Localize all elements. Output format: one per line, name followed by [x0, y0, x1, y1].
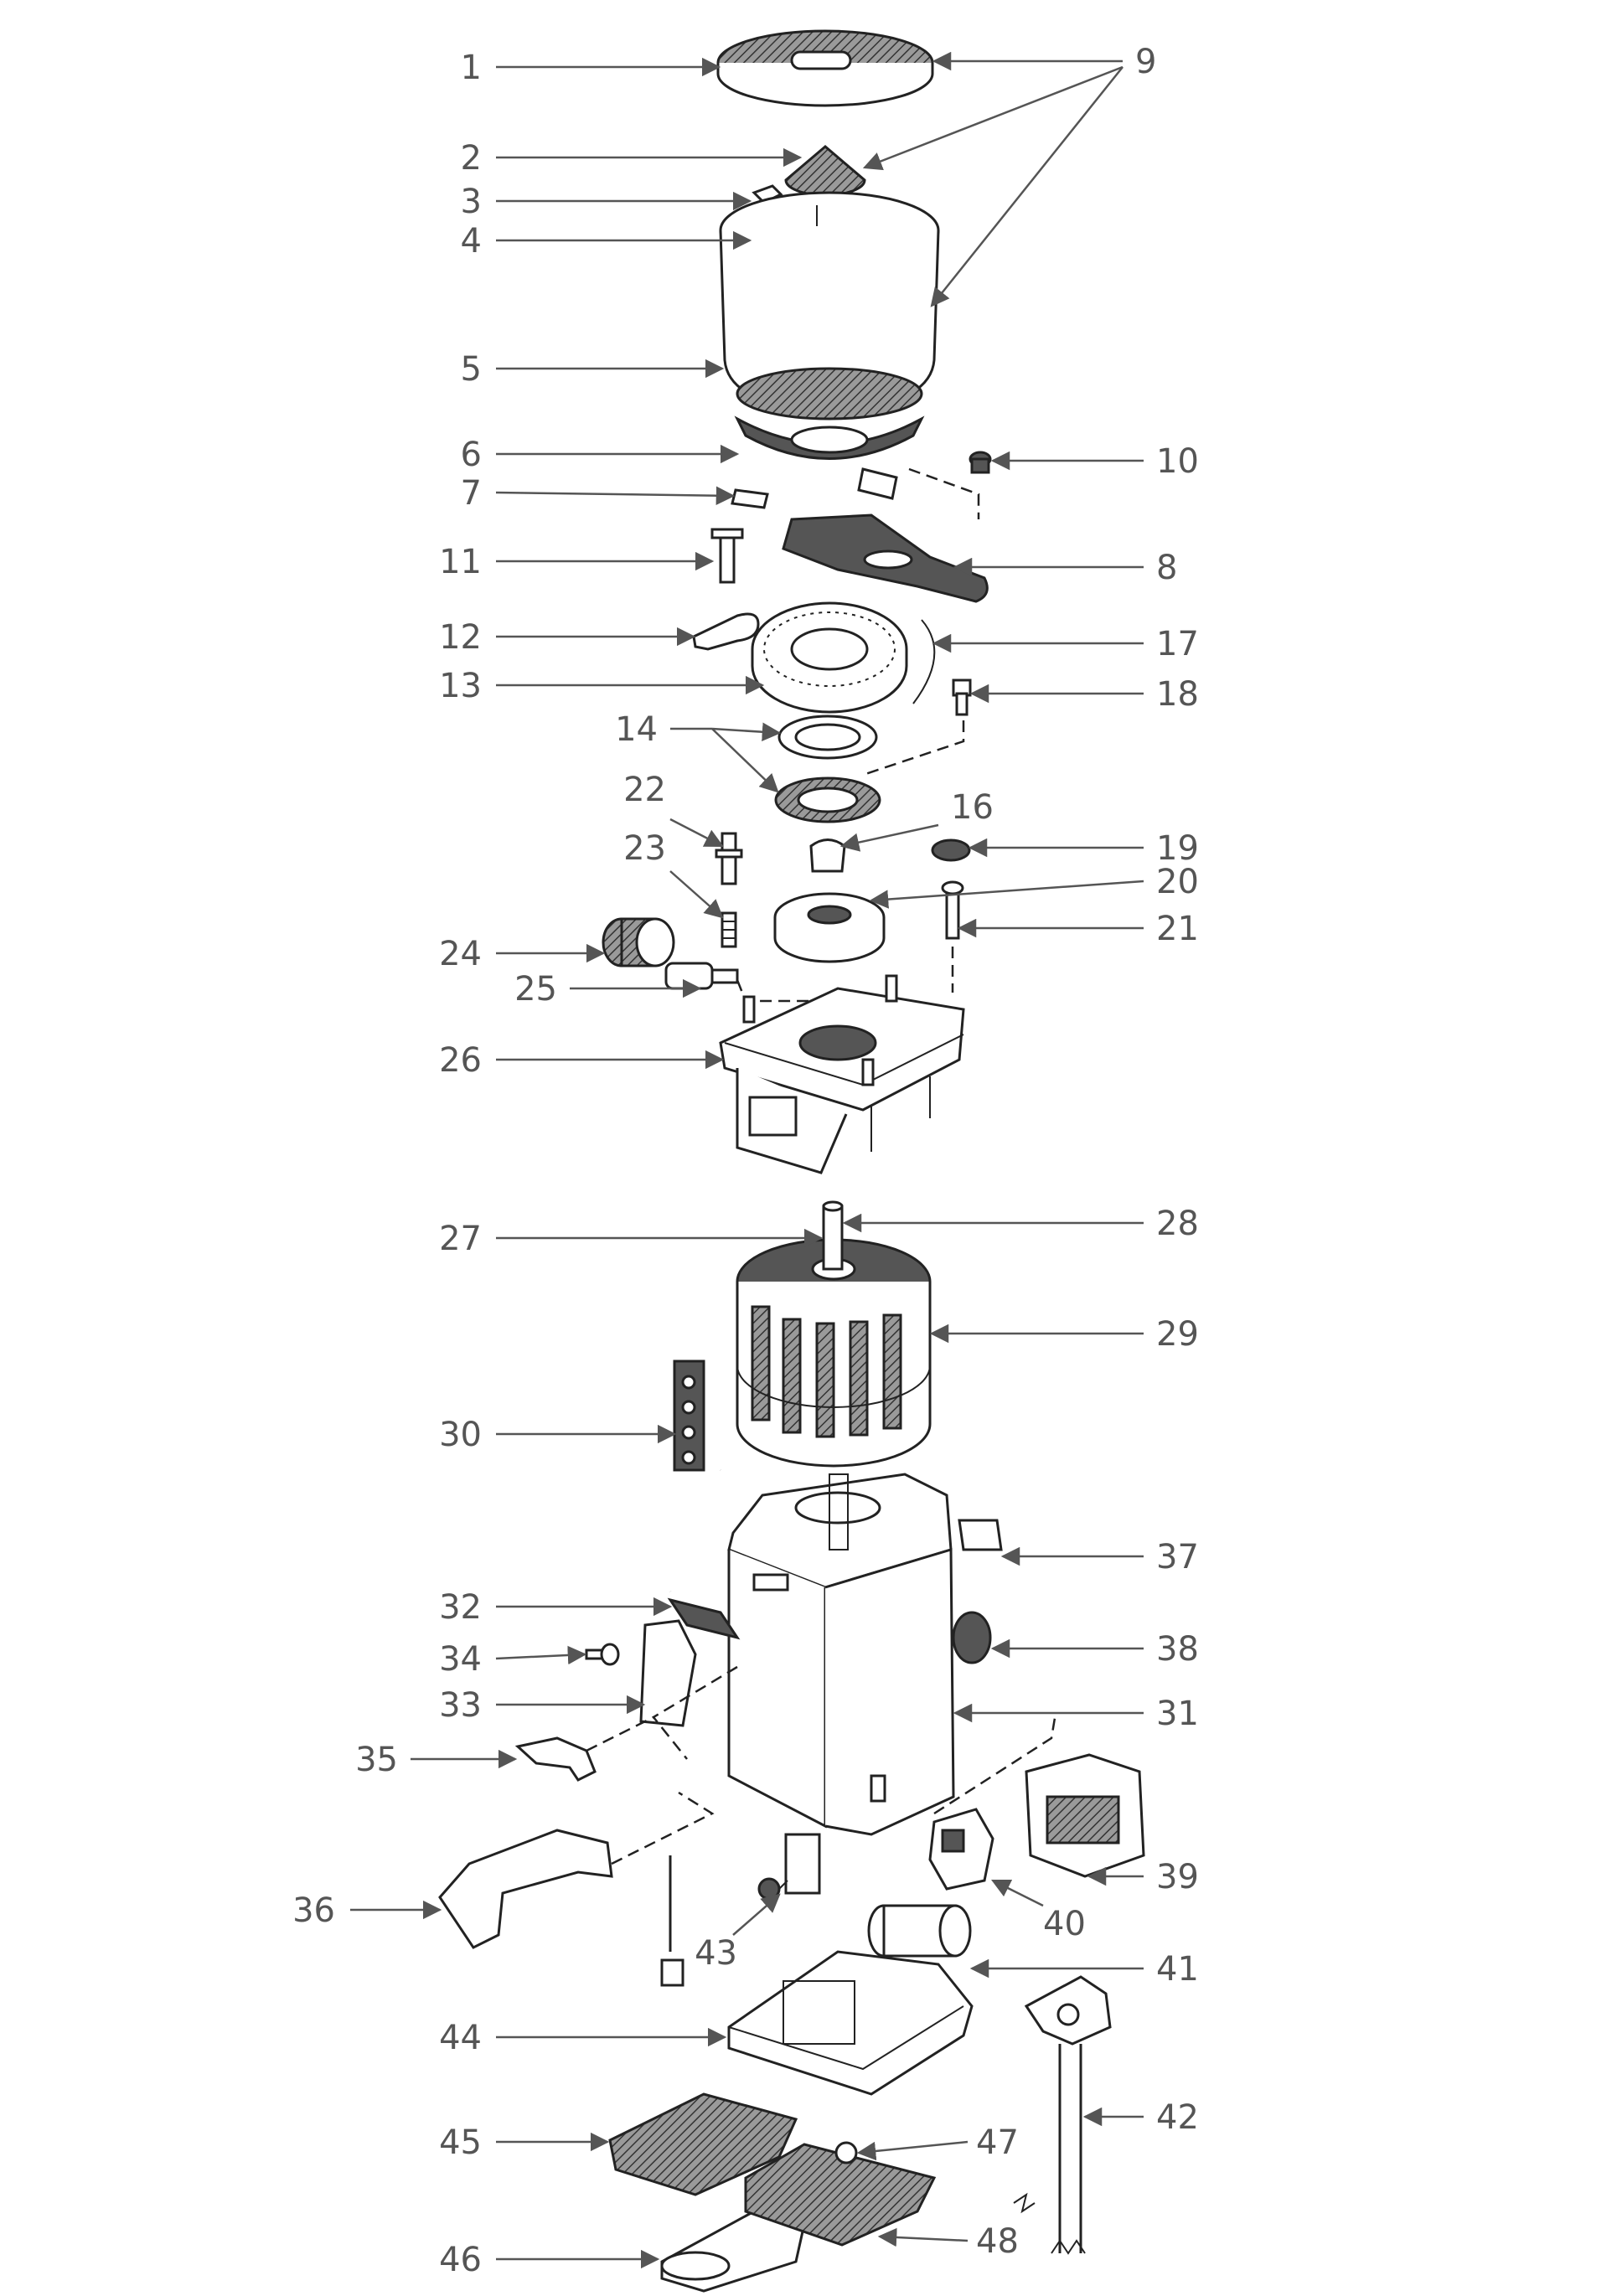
callout-41: 41	[1156, 1950, 1199, 1989]
callout-5: 5	[461, 350, 482, 389]
callout-1: 1	[461, 49, 482, 87]
callout-34: 34	[439, 1640, 482, 1679]
part-20-burr-carrier	[773, 892, 886, 963]
callout-17: 17	[1156, 625, 1199, 663]
part-3-clip	[752, 184, 783, 204]
part-36-portafilter-holder	[438, 1829, 613, 1949]
callout-7: 7	[461, 474, 482, 513]
callout-31: 31	[1156, 1695, 1199, 1733]
part-40-switch	[928, 1808, 994, 1891]
callout-11: 11	[439, 543, 482, 581]
part-39-transformer	[1025, 1753, 1145, 1878]
callout-6: 6	[461, 436, 482, 474]
part-1-hopper-lid	[716, 29, 934, 107]
callout-47: 47	[976, 2123, 1019, 2162]
callout-39: 39	[1156, 1858, 1199, 1896]
callout-40: 40	[1043, 1905, 1086, 1943]
part-19-cap	[931, 838, 971, 862]
part-6-hopper-base	[734, 415, 925, 500]
callout-9: 9	[1135, 43, 1156, 81]
part-10-knob	[969, 451, 992, 474]
part-11-screw	[710, 528, 744, 584]
part-38-cord-grip	[952, 1611, 992, 1664]
part-34-screw	[585, 1643, 620, 1666]
part-30-terminal-block	[659, 1360, 738, 1595]
part-2-cone	[784, 145, 866, 197]
callout-45: 45	[439, 2123, 482, 2162]
callout-48: 48	[976, 2222, 1019, 2261]
callout-25: 25	[514, 970, 557, 1009]
part-13-adjusting-ring	[751, 601, 908, 714]
callout-35: 35	[355, 1741, 398, 1779]
part-5-hopper	[719, 191, 940, 421]
parts-drawing	[438, 29, 1145, 2293]
callout-29: 29	[1156, 1315, 1199, 1354]
callout-42: 42	[1156, 2098, 1199, 2137]
part-37-label	[958, 1519, 1003, 1551]
callout-12: 12	[439, 618, 482, 657]
part-7-plate	[731, 488, 769, 509]
callout-36: 36	[292, 1891, 335, 1930]
callout-43: 43	[695, 1934, 737, 1973]
part-23-spring	[721, 911, 737, 948]
callout-28: 28	[1156, 1205, 1199, 1243]
callout-44: 44	[439, 2019, 482, 2057]
callout-27: 27	[439, 1220, 482, 1258]
callout-18: 18	[1156, 675, 1199, 714]
callout-32: 32	[439, 1588, 482, 1627]
callout-labels: 1 2 3 4 5 6 7 8 9 10 11 12 13 14 16 17 1…	[292, 43, 1199, 2279]
part-18-screw	[952, 678, 972, 716]
callout-26: 26	[439, 1041, 482, 1080]
callout-30: 30	[439, 1416, 482, 1454]
callout-14: 14	[615, 710, 658, 749]
part-14-burr-set	[774, 715, 881, 823]
callout-10: 10	[1156, 442, 1199, 481]
callout-38: 38	[1156, 1630, 1199, 1669]
callout-20: 20	[1156, 863, 1199, 901]
part-26-grinder-housing	[719, 974, 965, 1174]
callout-46: 46	[439, 2241, 482, 2279]
callout-21: 21	[1156, 910, 1199, 948]
part-48-bottom-plate	[744, 2141, 937, 2247]
callout-37: 37	[1156, 1538, 1199, 1576]
callout-3: 3	[461, 183, 482, 221]
part-29-motor	[736, 1200, 932, 1468]
callout-13: 13	[439, 667, 482, 705]
part-33-spout	[639, 1619, 697, 1727]
callout-16: 16	[951, 788, 994, 827]
part-42-power-plug	[1013, 1975, 1112, 2255]
part-21-screw	[941, 880, 964, 940]
part-44-base	[727, 1950, 974, 2096]
part-35-clip	[514, 1736, 597, 1782]
part-45-filter-pad	[608, 2092, 798, 2196]
callout-2: 2	[461, 139, 482, 178]
part-41-capacitor	[867, 1904, 972, 1958]
part-31-main-body	[727, 1473, 955, 1836]
callout-8: 8	[1156, 549, 1177, 587]
part-25-stem	[664, 962, 739, 990]
part-16-nut	[809, 838, 846, 873]
callout-24: 24	[439, 935, 482, 973]
part-12-lever	[692, 612, 760, 651]
part-24-knob	[602, 917, 675, 967]
part-22-shaft	[715, 832, 743, 885]
leader-lines	[350, 51, 1144, 2269]
part-43-microswitch	[757, 1833, 821, 1901]
callout-23: 23	[623, 829, 666, 868]
callout-19: 19	[1156, 829, 1199, 868]
part-32-gasket	[667, 1597, 741, 1640]
callout-33: 33	[439, 1686, 482, 1725]
callout-4: 4	[461, 222, 482, 261]
callout-22: 22	[623, 771, 666, 809]
